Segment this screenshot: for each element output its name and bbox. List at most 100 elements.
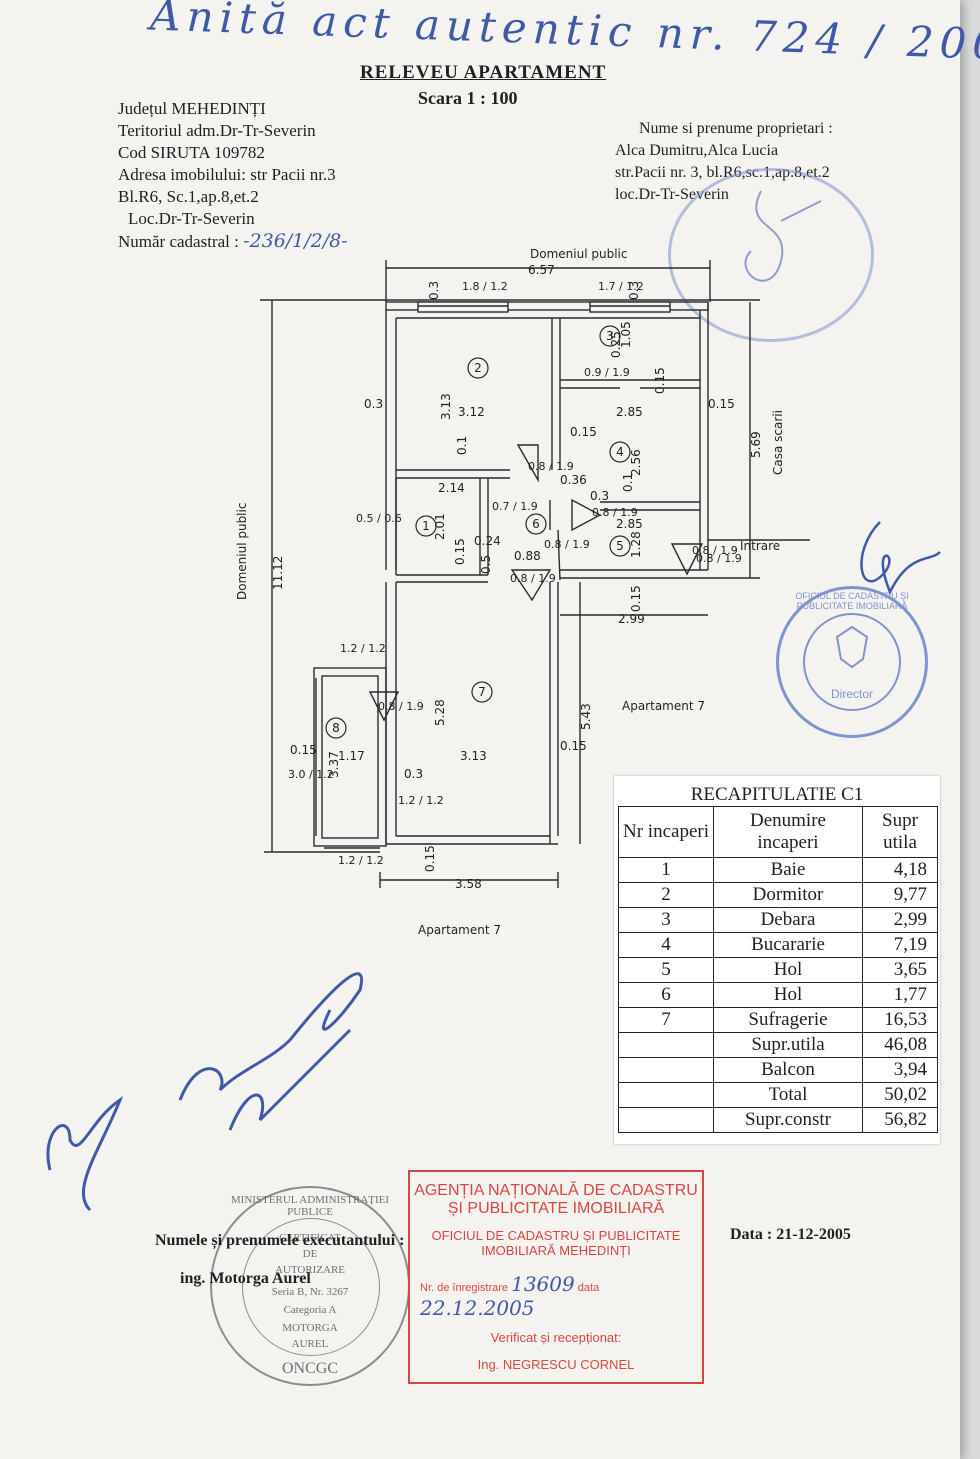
recap-nr: 2 — [618, 882, 714, 908]
dim-wall-024: 0.24 — [474, 534, 501, 548]
room-7-circle — [471, 681, 493, 703]
dim-r2-width: 3.12 — [458, 405, 485, 419]
recap-room-name: Debara — [713, 907, 863, 933]
dim-wall-015b: 0.15 — [708, 397, 735, 411]
dim-r5-width: 2.85 — [616, 517, 643, 531]
property-locality: Loc.Dr-Tr-Severin — [128, 209, 255, 228]
territory: Teritoriul adm.Dr-Tr-Severin — [118, 121, 316, 140]
recap-total-area: 50,02 — [862, 1082, 938, 1108]
recap-empty-cell — [618, 1032, 714, 1058]
window-17-12: 1.7 / 1.2 — [598, 280, 644, 293]
door-08-19c: 0.8 / 1.9 — [544, 538, 590, 551]
label-intrare: Intrare — [740, 539, 780, 553]
document-date: Data : 21-12-2005 — [730, 1226, 851, 1243]
owner-names: Alca Dumitru,Alca Lucia — [615, 142, 779, 159]
label-casa-scarii: Casa scarii — [771, 410, 785, 475]
seal-l5: Categoria A — [283, 1304, 337, 1316]
recap-room-name: Bucararie — [713, 932, 863, 958]
blue-seal-top — [668, 168, 874, 342]
recap-table: Nr incaperi Denumire incaperi Supr utila… — [618, 806, 938, 1133]
recap-total-name: Supr.constr — [713, 1107, 863, 1133]
recap-nr: 7 — [618, 1007, 714, 1033]
dim-r7-height: 5.28 — [433, 699, 447, 726]
blue-seal-text: OFICIUL DE CADASTRU ȘI PUBLICITATE IMOBI… — [795, 591, 909, 611]
dim-wall-01a: 0.1 — [455, 436, 469, 455]
recap-room-name: Dormitor — [713, 882, 863, 908]
property-info: Județul MEHEDINȚI Teritoriul adm.Dr-Tr-S… — [118, 98, 348, 253]
recap-area: 7,19 — [862, 932, 938, 958]
dim-r4-height: 2.56 — [629, 449, 643, 476]
recap-area: 3,65 — [862, 957, 938, 983]
door-08-19d: 0.8 / 1.9 — [510, 572, 556, 585]
room-8-number: 8 — [332, 721, 340, 735]
recap-table-card: RECAPITULATIE C1 Nr incaperi Denumire in… — [614, 776, 940, 1144]
recap-total-row: Balcon 3,94 — [618, 1057, 938, 1083]
recap-total-row: Supr.constr 56,82 — [618, 1107, 938, 1133]
recap-title: RECAPITULATIE C1 — [690, 784, 864, 805]
recap-room-name: Hol — [713, 957, 863, 983]
county: Județul MEHEDINȚI — [118, 99, 266, 118]
dim-r5-height: 1.28 — [629, 531, 643, 558]
cadastral-number: Număr cadastral : -236/1/2/8- — [118, 230, 348, 253]
gray-certificate-seal: MINISTERUL ADMINISTRAȚIEI PUBLICE CERTIF… — [210, 1186, 410, 1386]
label-domeniul-left: Domeniul public — [235, 503, 249, 600]
document-title: RELEVEU APARTAMENT — [360, 62, 607, 83]
dim-wall-03a: 0.3 — [427, 281, 441, 300]
signature-director-icon — [860, 521, 941, 596]
stamp-reg-label: Nr. de înregistrare — [420, 1282, 509, 1294]
door-08-19a: 0.8 / 1.9 — [528, 460, 574, 473]
stamp-registration-row: Nr. de înregistrare 13609 data 22.12.200… — [410, 1272, 702, 1320]
stamp-inspector: Ing. NEGRESCU CORNEL — [477, 1357, 635, 1372]
label-apartament-right: Apartament 7 — [622, 699, 705, 713]
dim-wall-03d: 0.3 — [404, 767, 423, 781]
room-4-number: 4 — [616, 445, 624, 459]
recap-total-area: 46,08 — [862, 1032, 938, 1058]
recap-row: 7 Sufragerie 16,53 — [618, 1007, 938, 1033]
label-domeniul-top: Domeniul public — [530, 247, 627, 261]
window-12-12a: 1.2 / 1.2 — [340, 642, 386, 655]
recap-row: 4 Bucararie 7,19 — [618, 932, 938, 958]
seal-inner-ring — [242, 1218, 380, 1356]
room-8-circle — [325, 717, 347, 739]
dim-wall-05: 0.5 — [479, 555, 493, 574]
room-2-circle — [467, 357, 489, 379]
room-4-circle — [609, 441, 631, 463]
door-08-19f: 0.8 / 1.9 — [378, 700, 424, 713]
col-area-header: Supr utila — [862, 806, 938, 858]
executant-name: ing. Motorga Aurel — [180, 1270, 311, 1287]
recap-nr: 3 — [618, 907, 714, 933]
signatures-owners-icon — [46, 972, 363, 1212]
dim-wall-015f: 0.15 — [560, 739, 587, 753]
dim-wall-015h: 0.15 — [653, 367, 667, 394]
dim-r7-width: 3.13 — [460, 749, 487, 763]
window-30-12: 3.0 / 1.2 — [288, 768, 334, 781]
recap-nr: 6 — [618, 982, 714, 1008]
recap-row: 6 Hol 1,77 — [618, 982, 938, 1008]
red-registration-stamp: AGENȚIA NAȚIONALĂ DE CADASTRU ȘI PUBLICI… — [408, 1170, 704, 1384]
recap-row: 2 Dormitor 9,77 — [618, 882, 938, 908]
recap-total-area: 56,82 — [862, 1107, 938, 1133]
recap-room-name: Baie — [713, 857, 863, 883]
room-5-number: 5 — [616, 539, 624, 553]
door-08-19g: 0.8 / 1.9 — [696, 552, 742, 565]
col-nr-header: Nr incaperi — [618, 806, 714, 858]
dim-r8-width: 1.17 — [338, 749, 365, 763]
cadastral-value: -236/1/2/8- — [243, 230, 348, 252]
executant-label: Numele și prenumele executantului : — [155, 1232, 405, 1249]
blue-seal-director: OFICIUL DE CADASTRU ȘI PUBLICITATE IMOBI… — [776, 586, 928, 738]
dim-wall-036: 0.36 — [560, 473, 587, 487]
recap-total-row: Supr.utila 46,08 — [618, 1032, 938, 1058]
room-7-number: 7 — [478, 685, 486, 699]
floor-plan: Domeniul public 6.57 Domeniul public 11.… — [235, 247, 810, 937]
document-scale: Scara 1 : 100 — [418, 88, 518, 108]
recap-total-name: Balcon — [713, 1057, 863, 1083]
dim-wall-015d: 0.15 — [629, 585, 643, 612]
dim-right-height: 5.69 — [749, 431, 763, 458]
door-08-19b: 0.8 / 1.9 — [592, 506, 638, 519]
handwritten-note: Anită act autentic nr. 724 / 2006 — [149, 0, 980, 71]
stamp-data-label: data — [577, 1282, 600, 1294]
room-2-number: 2 — [474, 361, 482, 375]
dim-top-width: 6.57 — [528, 263, 555, 277]
seal-l7: AUREL — [291, 1338, 329, 1350]
